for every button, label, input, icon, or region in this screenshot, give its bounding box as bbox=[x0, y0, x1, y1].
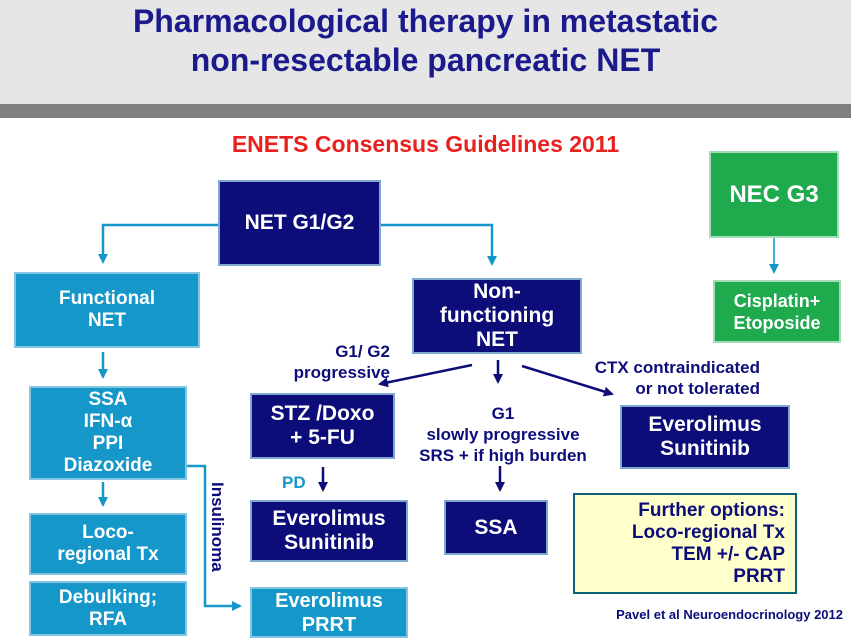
node-nec-g3: NEC G3 bbox=[709, 151, 839, 238]
node-everolimus-sunitinib-mid: Everolimus Sunitinib bbox=[250, 500, 408, 562]
node-ssa-ifn-ppi-diazoxide: SSA IFN-α PPI Diazoxide bbox=[29, 386, 187, 480]
node-stz-doxo-5fu: STZ /Doxo + 5-FU bbox=[250, 393, 395, 459]
label-ctx-contraindicated: CTX contraindicated or not tolerated bbox=[594, 358, 760, 398]
label-pd: PD bbox=[282, 473, 306, 492]
citation: Pavel et al Neuroendocrinology 2012 bbox=[616, 607, 843, 622]
label-g1-slowly-progressive: G1 slowly progressive SRS + if high burd… bbox=[419, 404, 587, 465]
node-debulking-rfa: Debulking; RFA bbox=[29, 581, 187, 636]
node-net-g1-g2: NET G1/G2 bbox=[218, 180, 381, 266]
label-insulinoma: Insulinoma bbox=[208, 482, 227, 572]
page-title: Pharmacological therapy in metastatic no… bbox=[0, 2, 851, 80]
edge-net-to-nonfunctioning bbox=[381, 223, 497, 266]
label-g1g2-progressive: G1/ G2 progressive bbox=[293, 342, 390, 382]
node-ssa: SSA bbox=[444, 500, 548, 555]
node-functional-net: Functional NET bbox=[14, 272, 200, 348]
header-band bbox=[0, 0, 851, 104]
edge-insulinoma bbox=[187, 464, 242, 611]
header-divider bbox=[0, 104, 851, 118]
node-everolimus-sunitinib-right: Everolimus Sunitinib bbox=[620, 405, 790, 469]
edge-nonfunc-to-everolimus-right bbox=[521, 364, 614, 397]
node-everolimus-prrt: Everolimus PRRT bbox=[250, 587, 408, 638]
node-loco-regional: Loco- regional Tx bbox=[29, 513, 187, 575]
edge-nonfunc-to-stz bbox=[378, 363, 473, 388]
node-nonfunctioning-net: Non- functioning NET bbox=[412, 278, 582, 354]
subtitle: ENETS Consensus Guidelines 2011 bbox=[231, 131, 620, 157]
node-further-options: Further options: Loco-regional Tx TEM +/… bbox=[573, 493, 797, 594]
node-cisplatin-etoposide: Cisplatin+ Etoposide bbox=[713, 280, 841, 343]
title-line-2: non-resectable pancreatic NET bbox=[190, 42, 661, 78]
title-line-1: Pharmacological therapy in metastatic bbox=[132, 3, 719, 39]
edge-net-to-functional bbox=[98, 223, 218, 264]
